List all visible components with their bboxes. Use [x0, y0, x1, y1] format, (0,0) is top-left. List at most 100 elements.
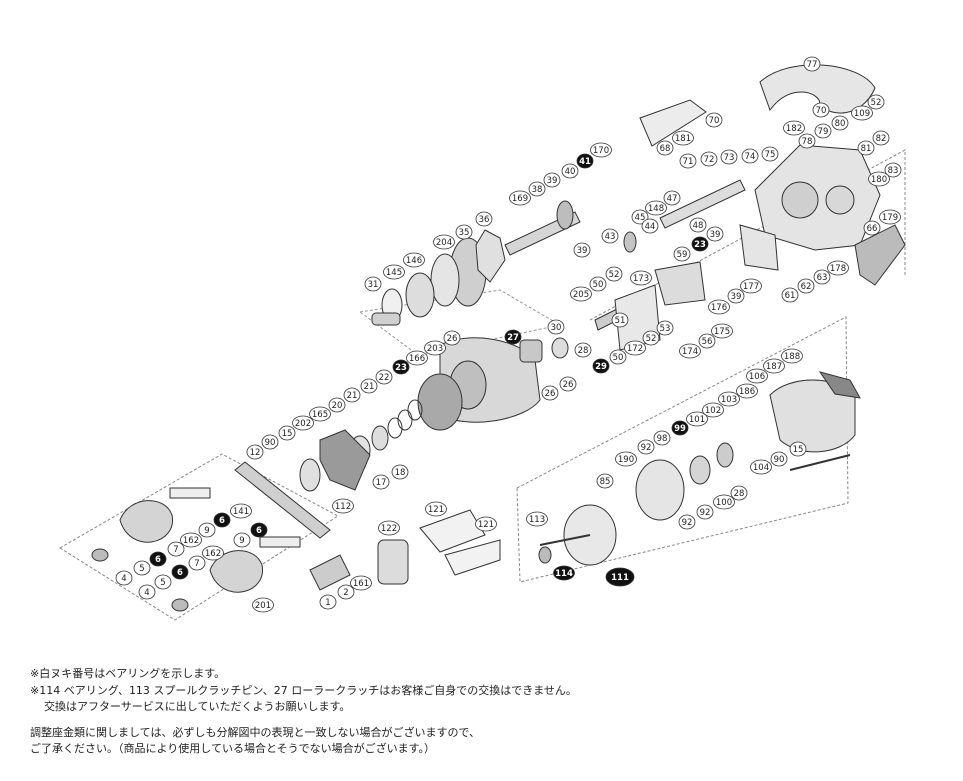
- callout-bubble: [360, 378, 378, 394]
- part-callout-98: 98: [653, 430, 671, 446]
- part-callout-92: 92: [637, 439, 655, 455]
- callout-bubble: [803, 56, 821, 72]
- callout-bubble: [740, 278, 762, 294]
- part-callout-77: 77: [803, 56, 821, 72]
- callout-number: 73: [724, 153, 735, 163]
- callout-bubble: [154, 574, 172, 590]
- part-callout-112: 112: [332, 498, 354, 514]
- brake-cover-part: [639, 99, 707, 147]
- callout-number: 101: [689, 415, 705, 425]
- part-callout-72: 72: [700, 151, 718, 167]
- part-callout-75: 75: [761, 146, 779, 162]
- callout-bubble: [292, 415, 314, 431]
- callout-bubble: [433, 234, 455, 250]
- callout-number: 113: [529, 515, 545, 525]
- callout-bubble: [720, 149, 738, 165]
- callout-number: 70: [816, 106, 827, 116]
- part-callout-45: 45: [631, 209, 649, 225]
- callout-bubble: [630, 270, 652, 286]
- part-callout-15: 15: [278, 425, 296, 441]
- part-callout-92: 92: [678, 514, 696, 530]
- callout-number: 175: [714, 327, 730, 337]
- part-callout-78: 78: [798, 133, 816, 149]
- callout-bubble: [783, 120, 805, 136]
- callout-number: 71: [683, 157, 694, 167]
- part-callout-165: 165: [309, 406, 331, 422]
- callout-bubble: [375, 369, 393, 385]
- callout-bubble: [392, 359, 410, 375]
- callout-bubble: [138, 584, 156, 600]
- callout-bubble: [115, 570, 133, 586]
- part-callout-26: 26: [541, 385, 559, 401]
- callout-number: 51: [615, 316, 626, 326]
- callout-number: 61: [785, 291, 796, 301]
- callout-bubble: [561, 163, 579, 179]
- callout-number: 39: [547, 176, 558, 186]
- callout-bubble: [553, 565, 575, 581]
- part-callout-68: 68: [656, 140, 674, 156]
- callout-number: 39: [710, 230, 721, 240]
- part-callout-71: 71: [679, 153, 697, 169]
- part-callout-175: 175: [711, 323, 733, 339]
- part-callout-28: 28: [574, 342, 592, 358]
- part-callout-201: 201: [252, 597, 274, 613]
- part-callout-4: 4: [115, 570, 133, 586]
- callout-bubble: [673, 246, 691, 262]
- callout-bubble: [252, 597, 274, 613]
- callout-number: 56: [702, 337, 713, 347]
- callout-bubble: [574, 342, 592, 358]
- part-callout-79: 79: [814, 123, 832, 139]
- callout-number: 205: [573, 290, 589, 300]
- part-callout-5: 5: [133, 560, 151, 576]
- callout-bubble: [678, 514, 696, 530]
- part-callout-51: 51: [611, 312, 629, 328]
- part-callout-179: 179: [879, 209, 901, 225]
- callout-number: 190: [618, 455, 634, 465]
- callout-number: 77: [807, 60, 818, 70]
- handle-group-frame: [59, 453, 339, 621]
- callout-number: 98: [657, 434, 668, 444]
- callout-number: 70: [709, 116, 720, 126]
- part-callout-39: 39: [573, 242, 591, 258]
- parts-artwork: [59, 64, 906, 621]
- callout-number: 50: [613, 353, 624, 363]
- callout-bubble: [672, 130, 694, 146]
- callout-bubble: [406, 350, 428, 366]
- callout-number: 7: [173, 545, 178, 555]
- note-washer-disclaimer: 調整座金類に関しましては、必ずしも分解図中の表現と一致しない場合がございますので…: [30, 725, 481, 739]
- callout-bubble: [230, 503, 252, 519]
- callout-bubble: [671, 420, 689, 436]
- part-callout-162: 162: [202, 545, 224, 561]
- callout-bubble: [851, 105, 873, 121]
- callout-number: 41: [579, 157, 591, 167]
- callout-bubble: [504, 329, 522, 345]
- callout-number: 148: [648, 204, 664, 214]
- callout-bubble: [789, 441, 807, 457]
- callout-number: 109: [854, 109, 870, 119]
- callout-number: 39: [731, 292, 742, 302]
- callout-bubble: [746, 368, 768, 384]
- callout-bubble: [601, 228, 619, 244]
- callout-number: 21: [364, 382, 375, 392]
- callout-bubble: [727, 288, 745, 304]
- callout-number: 145: [386, 268, 402, 278]
- callout-number: 20: [332, 401, 343, 411]
- callout-bubble: [609, 349, 627, 365]
- callout-bubble: [689, 217, 707, 233]
- callout-bubble: [656, 320, 674, 336]
- callout-bubble: [679, 153, 697, 169]
- callout-number: 1: [325, 598, 330, 608]
- callout-bubble: [424, 340, 446, 356]
- callout-bubble: [332, 498, 354, 514]
- callout-bubble: [378, 520, 400, 536]
- callout-number: 174: [682, 347, 698, 357]
- callout-bubble: [615, 451, 637, 467]
- part-callout-178: 178: [827, 260, 849, 276]
- part-callout-74: 74: [741, 148, 759, 164]
- callout-number: 90: [265, 438, 276, 448]
- callout-bubble: [656, 140, 674, 156]
- callout-bubble: [576, 153, 594, 169]
- part-callout-26: 26: [559, 376, 577, 392]
- callout-bubble: [592, 358, 610, 374]
